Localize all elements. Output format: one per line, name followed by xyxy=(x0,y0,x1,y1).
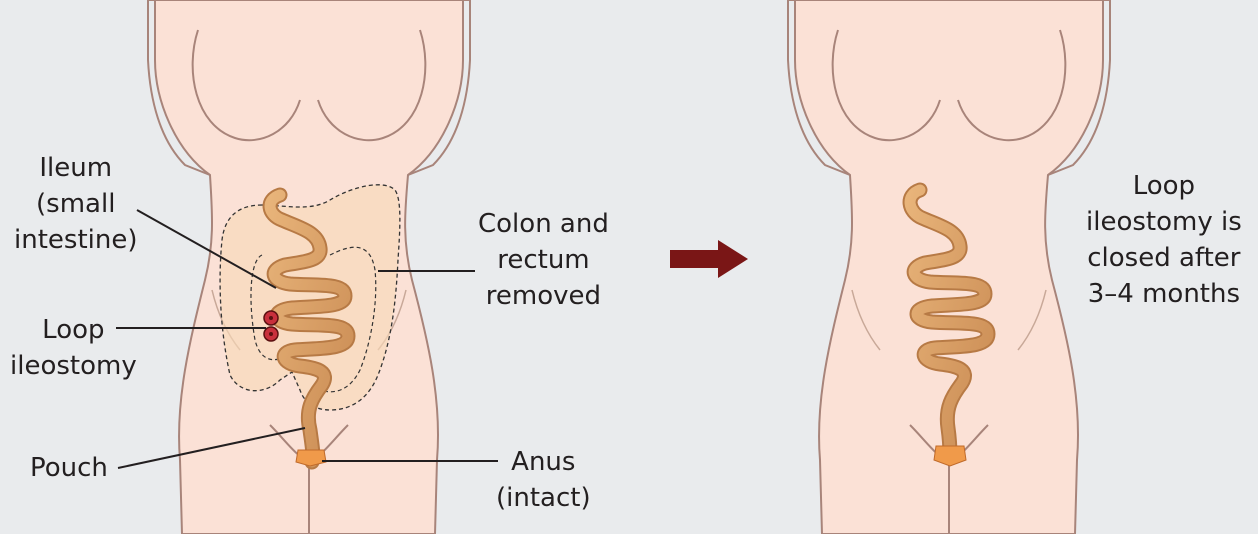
label-ileum-line-2: (small xyxy=(14,186,137,222)
label-pouch-line-1: Pouch xyxy=(30,450,108,486)
label-ileum-line-3: intestine) xyxy=(14,222,137,258)
label-closure-note-line-3: closed after xyxy=(1086,240,1242,276)
label-colon-removed-line-2: rectum xyxy=(478,242,609,278)
label-anus: Anus (intact) xyxy=(496,444,591,516)
label-pouch: Pouch xyxy=(30,450,108,486)
label-ileum-line-1: Ileum xyxy=(14,150,137,186)
removed-colon-shape xyxy=(220,185,400,410)
label-loop-ileostomy: Loop ileostomy xyxy=(10,312,137,384)
removed-colon xyxy=(220,185,400,410)
label-loop-ileostomy-line-2: ileostomy xyxy=(10,348,137,384)
left-anus xyxy=(296,450,326,466)
label-ileum: Ileum (small intestine) xyxy=(14,150,137,258)
label-loop-ileostomy-line-1: Loop xyxy=(10,312,137,348)
label-closure-note: Loop ileostomy is closed after 3–4 month… xyxy=(1086,168,1242,312)
label-closure-note-line-4: 3–4 months xyxy=(1086,276,1242,312)
right-arrow-icon xyxy=(670,240,748,278)
label-colon-removed-line-3: removed xyxy=(478,278,609,314)
label-closure-note-line-1: Loop xyxy=(1086,168,1242,204)
label-colon-removed-line-1: Colon and xyxy=(478,206,609,242)
label-closure-note-line-2: ileostomy is xyxy=(1086,204,1242,240)
label-anus-line-1: Anus xyxy=(496,444,591,480)
label-colon-removed: Colon and rectum removed xyxy=(478,206,609,314)
label-anus-line-2: (intact) xyxy=(496,480,591,516)
